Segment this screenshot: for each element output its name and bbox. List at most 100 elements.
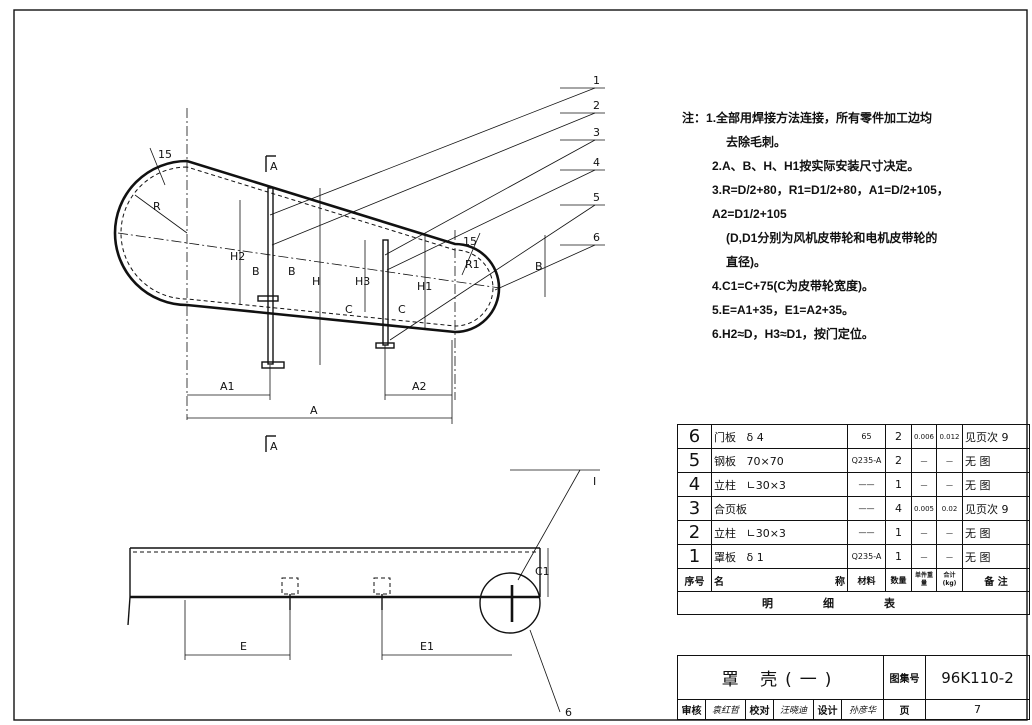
note-line: 直径)。 <box>726 255 766 269</box>
callout-6: 6 <box>593 231 600 244</box>
dim-h3: H3 <box>355 275 370 288</box>
row-number: 4 <box>677 472 712 497</box>
dim-c1: C1 <box>535 565 550 578</box>
note-line: 3.R=D/2+80，R1=D1/2+80，A1=D/2+105，A2=D1/2… <box>712 183 949 221</box>
material: —— <box>847 520 886 545</box>
callout-1: 1 <box>593 74 600 87</box>
total-weight: — <box>936 520 963 545</box>
drawing-frame <box>13 9 1028 721</box>
bom-header: 序号 名称 材料 数量 单件重量 合计(kg) 备 注 <box>677 568 1030 592</box>
unit-weight: — <box>911 472 937 497</box>
part-name: 合页板 <box>711 496 848 521</box>
part-name-text: 立柱 <box>714 478 736 492</box>
dim-e: E <box>240 640 247 653</box>
detail-circle <box>479 572 541 634</box>
row-number: 1 <box>677 544 712 569</box>
dim-e1: E1 <box>420 640 434 653</box>
unit-weight: — <box>911 520 937 545</box>
section-a-top: A <box>270 160 278 173</box>
dim-h2: H2 <box>230 250 245 263</box>
dim-a2: A2 <box>412 380 427 393</box>
quantity: 2 <box>885 424 912 449</box>
quantity: 4 <box>885 496 912 521</box>
detail-circle-label: 6 <box>565 706 572 719</box>
part-name: 钢板 70×70 <box>711 448 848 473</box>
part-name-text: 钢板 <box>714 454 736 468</box>
unit-weight: 0.006 <box>911 424 937 449</box>
reviewer-signature: 袁红哲 <box>705 699 746 720</box>
part-name: 罩板 δ 1 <box>711 544 848 569</box>
part-spec: ∟30×3 <box>746 526 786 540</box>
unit-weight: — <box>911 544 937 569</box>
unit-weight: — <box>911 448 937 473</box>
dim-r1: R1 <box>465 258 480 271</box>
remark: 见页次 9 <box>962 496 1030 521</box>
note-line: 6.H2≈D，H3≈D1，按门定位。 <box>712 327 874 341</box>
part-name: 立柱 ∟30×3 <box>711 520 848 545</box>
total-weight: — <box>936 544 963 569</box>
row-number: 2 <box>677 520 712 545</box>
quantity: 1 <box>885 520 912 545</box>
remark: 无 图 <box>962 520 1030 545</box>
dimension-labels: 1 2 3 4 5 6 R R1 15 15 A A1 A2 B H H1 H2… <box>153 74 600 453</box>
part-name-text: 罩板 <box>714 550 736 564</box>
title-block: 罩 壳(一) 图集号 96K110-2 审核 袁红哲 校对 汪晓迪 设计 孙彦华… <box>676 655 1031 720</box>
review-label: 审核 <box>677 699 706 720</box>
part-name: 门板 δ 4 <box>711 424 848 449</box>
detail-label: I <box>593 475 596 488</box>
part-spec: δ 4 <box>746 430 764 444</box>
header-no: 序号 <box>677 568 712 592</box>
total-weight: 0.02 <box>936 496 963 521</box>
remark: 无 图 <box>962 544 1030 569</box>
section-c-left: C <box>345 303 353 316</box>
total-weight: — <box>936 448 963 473</box>
callout-2: 2 <box>593 99 600 112</box>
note-line: 2.A、B、H、H1按实际安装尺寸决定。 <box>712 159 920 173</box>
header-qty: 数量 <box>885 568 912 592</box>
belt-guard-elevation <box>113 87 605 452</box>
row-number: 3 <box>677 496 712 521</box>
belt-guard-plan: E E1 C1 I 6 <box>127 469 600 719</box>
material: —— <box>847 472 886 497</box>
atlas-number: 96K110-2 <box>925 655 1031 700</box>
header-remark: 备 注 <box>962 568 1030 592</box>
part-name-text: 合页板 <box>714 502 747 516</box>
row-number: 5 <box>677 448 712 473</box>
header-material: 材料 <box>847 568 886 592</box>
section-b-right: B <box>288 265 296 278</box>
check-label: 校对 <box>745 699 774 720</box>
quantity: 2 <box>885 448 912 473</box>
material: Q235-A <box>847 544 886 569</box>
section-a-bottom: A <box>270 440 278 453</box>
dim-a1: A1 <box>220 380 235 393</box>
section-b-left: B <box>252 265 260 278</box>
header-name: 名称 <box>711 568 848 592</box>
note-line: 5.E=A1+35，E1=A2+35。 <box>712 303 855 317</box>
remark: 无 图 <box>962 472 1030 497</box>
notes-prefix: 注： <box>682 111 707 125</box>
note-line: 1.全部用焊接方法连接，所有零件加工边均 <box>706 111 933 125</box>
post-right <box>382 239 389 346</box>
callout-5: 5 <box>593 191 600 204</box>
note-line: (D,D1分别为风机皮带轮和电机皮带轮的 <box>726 231 938 245</box>
total-weight: — <box>936 472 963 497</box>
note-line: 去除毛刺。 <box>726 135 787 149</box>
part-spec: 70×70 <box>746 454 784 468</box>
part-spec: δ 1 <box>746 550 764 564</box>
unit-weight: 0.005 <box>911 496 937 521</box>
material: —— <box>847 496 886 521</box>
design-label: 设计 <box>813 699 842 720</box>
remark: 无 图 <box>962 448 1030 473</box>
dim-h1: H1 <box>417 280 432 293</box>
quantity: 1 <box>885 472 912 497</box>
material: 65 <box>847 424 886 449</box>
quantity: 1 <box>885 544 912 569</box>
part-name-text: 门板 <box>714 430 736 444</box>
atlas-label: 图集号 <box>883 655 927 700</box>
header-unit-weight: 单件重量 <box>911 568 937 592</box>
